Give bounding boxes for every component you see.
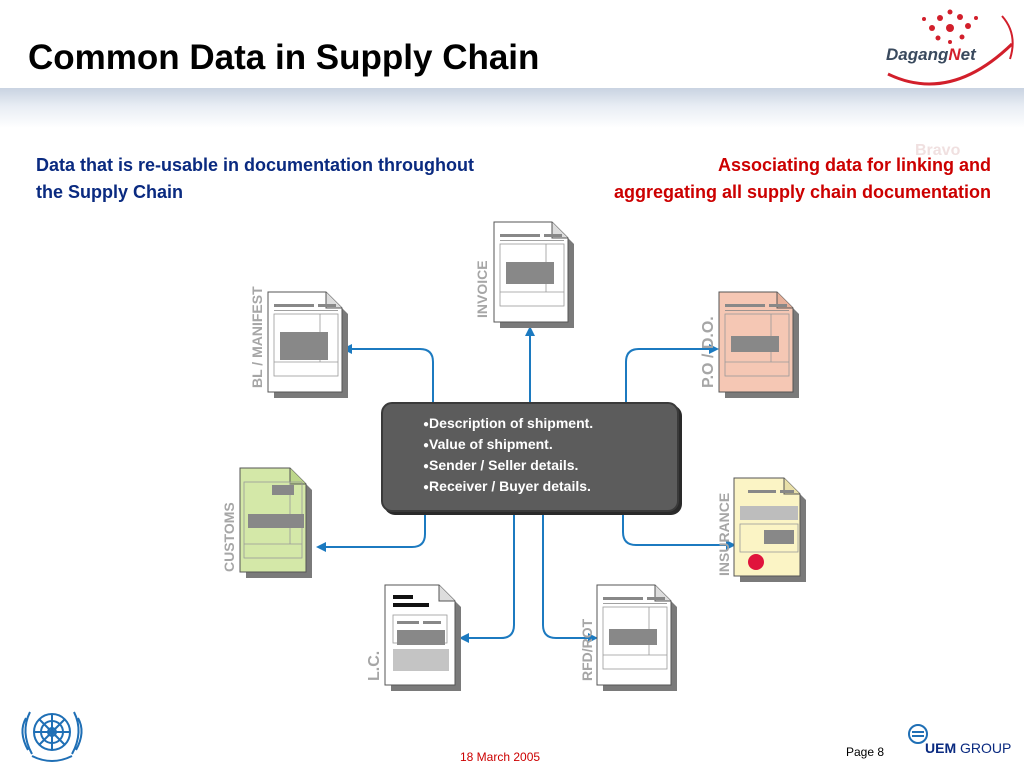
right-caption: Associating data for linking and aggrega… [613, 155, 991, 202]
footer-date: 18 March 2005 [460, 750, 541, 764]
data-item-sender: Sender / Seller details. [423, 456, 677, 477]
rfd-rot-document [596, 584, 677, 691]
ghost-text: Bravo [915, 142, 961, 159]
invoice-label: INVOICE [474, 260, 490, 318]
bl-manifest-label: BL / MANIFEST [249, 286, 265, 388]
dagangnet-logo [887, 9, 1014, 86]
insurance-document [733, 477, 806, 582]
data-item-value: Value of shipment. [423, 435, 677, 456]
data-item-description: Description of shipment. [423, 414, 677, 435]
arrow-to-insurance [622, 512, 736, 550]
common-data-box: Description of shipment. Value of shipme… [381, 402, 679, 512]
arrow-to-bl-manifest [342, 344, 434, 402]
page-number: Page 8 [846, 745, 885, 759]
po-do-document [718, 291, 799, 398]
left-caption: Data that is re-usable in documentation … [36, 155, 475, 202]
lc-label: L.C. [366, 650, 383, 681]
lc-document [384, 584, 461, 691]
arrow-to-po-do [625, 344, 719, 402]
bl-manifest-document [267, 291, 348, 398]
insurance-label: INSURANCE [716, 492, 732, 576]
uem-group-logo [908, 724, 928, 744]
rfd-rot-label: RFD/ROT [579, 618, 595, 681]
po-do-label: P.O / D.O. [700, 316, 717, 388]
arrow-to-lc [459, 512, 515, 643]
header-band [0, 88, 1024, 128]
dagangnet-logo-text: DagangNet [886, 45, 976, 64]
un-emblem [21, 711, 83, 762]
uem-group-text: UEM GROUP [925, 740, 1012, 756]
customs-label: CUSTOMS [221, 502, 237, 572]
customs-document [239, 467, 312, 578]
invoice-document [493, 221, 574, 328]
page-title: Common Data in Supply Chain [28, 38, 540, 77]
arrow-to-customs [316, 512, 426, 552]
insurance-seal [748, 554, 764, 570]
arrow-to-rfd-rot [542, 512, 598, 643]
data-item-receiver: Receiver / Buyer details. [423, 477, 677, 498]
